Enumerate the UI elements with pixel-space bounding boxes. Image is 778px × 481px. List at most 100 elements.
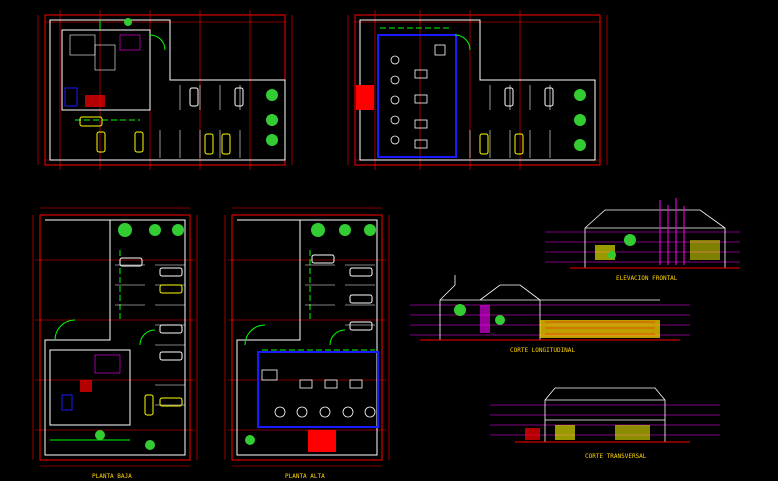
cars	[311, 254, 373, 331]
car-icon	[79, 116, 103, 127]
sheet-frame	[231, 214, 383, 461]
car-icon	[234, 87, 244, 107]
tree-icon	[145, 440, 155, 450]
corte-longitudinal-label: CORTE LONGITUDINAL	[510, 347, 575, 354]
planta-alta-label: PLANTA ALTA	[285, 473, 325, 480]
planta-baja-label: PLANTA BAJA	[92, 473, 132, 480]
table-icon	[390, 55, 400, 65]
parking-stalls	[469, 85, 551, 158]
elevacion-frontal: ELEVACION FRONTAL	[545, 198, 740, 282]
table-icon	[390, 115, 400, 125]
corte-transversal: CORTE TRANSVERSAL	[490, 387, 720, 460]
tree-icon	[574, 89, 586, 101]
sheet-planta-alta: PLANTA ALTA	[224, 207, 390, 480]
tree-icon	[495, 315, 505, 325]
elevacion-label: ELEVACION FRONTAL	[616, 275, 678, 282]
table-icon	[349, 379, 363, 389]
sheet-frame	[44, 14, 286, 166]
trees	[95, 223, 184, 450]
table-icon	[414, 139, 428, 149]
table-icon	[319, 406, 331, 418]
green-lines	[244, 250, 375, 351]
table-icon	[390, 75, 400, 85]
tree-icon	[339, 224, 351, 236]
rooms	[61, 354, 121, 411]
car-icon	[349, 267, 373, 277]
car-icon	[134, 131, 144, 153]
car-icon	[96, 131, 106, 153]
car-icon	[119, 257, 143, 267]
sheet-frame	[39, 214, 191, 461]
car-icon	[544, 87, 554, 107]
grid-ticks	[37, 10, 293, 170]
building-walls	[236, 219, 378, 456]
tree-icon	[172, 224, 184, 236]
tree-icon	[574, 139, 586, 151]
blue-zone	[257, 351, 379, 428]
sheet-frame	[354, 14, 601, 166]
corte-transversal-label: CORTE TRANSVERSAL	[585, 453, 647, 460]
car-icon	[349, 321, 373, 331]
tree-icon	[454, 304, 466, 316]
tree-icon	[266, 114, 278, 126]
car-icon	[221, 133, 231, 155]
tables	[390, 44, 446, 149]
car-icon	[159, 324, 183, 334]
cars	[479, 87, 554, 155]
table-icon	[274, 406, 286, 418]
car-icon	[349, 294, 373, 304]
parking-stalls	[115, 264, 185, 406]
table-icon	[414, 94, 428, 104]
tables	[261, 369, 376, 418]
car-icon	[159, 397, 183, 407]
table-icon	[364, 406, 376, 418]
table-icon	[434, 44, 446, 56]
car-icon	[504, 87, 514, 107]
tree-icon	[364, 224, 376, 236]
stair-icon	[356, 85, 374, 110]
corte-longitudinal: CORTE LONGITUDINAL	[410, 275, 690, 354]
blue-zone	[377, 34, 457, 158]
stair-icon	[308, 430, 336, 452]
trees	[124, 18, 278, 146]
table-icon	[342, 406, 354, 418]
tree-icon	[624, 234, 636, 246]
green-lines	[50, 250, 156, 441]
car-icon	[204, 133, 214, 155]
table-icon	[299, 379, 313, 389]
building-walls	[359, 19, 596, 161]
tree-icon	[608, 251, 616, 259]
table-icon	[261, 369, 278, 381]
tree-icon	[574, 114, 586, 126]
cars	[119, 257, 183, 416]
building-walls	[44, 219, 186, 456]
car-icon	[159, 284, 183, 294]
table-icon	[390, 95, 400, 105]
parking-stalls	[159, 85, 241, 158]
tree-icon	[266, 134, 278, 146]
car-icon	[189, 87, 199, 107]
tree-icon	[118, 223, 132, 237]
car-icon	[144, 394, 154, 416]
trees	[245, 223, 376, 445]
rooms	[64, 34, 141, 107]
table-icon	[414, 69, 428, 79]
car-icon	[514, 133, 524, 155]
table-icon	[390, 135, 400, 145]
sheet-top-left	[37, 10, 293, 170]
table-icon	[414, 119, 428, 129]
building-walls	[49, 19, 286, 161]
tree-icon	[245, 435, 255, 445]
green-lines	[75, 20, 166, 121]
car-icon	[159, 267, 183, 277]
car-icon	[311, 254, 335, 264]
table-icon	[324, 379, 338, 389]
sheet-planta-baja: PLANTA BAJA	[32, 207, 198, 480]
grid-ticks	[32, 207, 198, 467]
table-icon	[296, 406, 308, 418]
trees	[574, 89, 586, 151]
green-lines	[380, 27, 471, 51]
tree-icon	[149, 224, 161, 236]
car-icon	[479, 133, 489, 155]
